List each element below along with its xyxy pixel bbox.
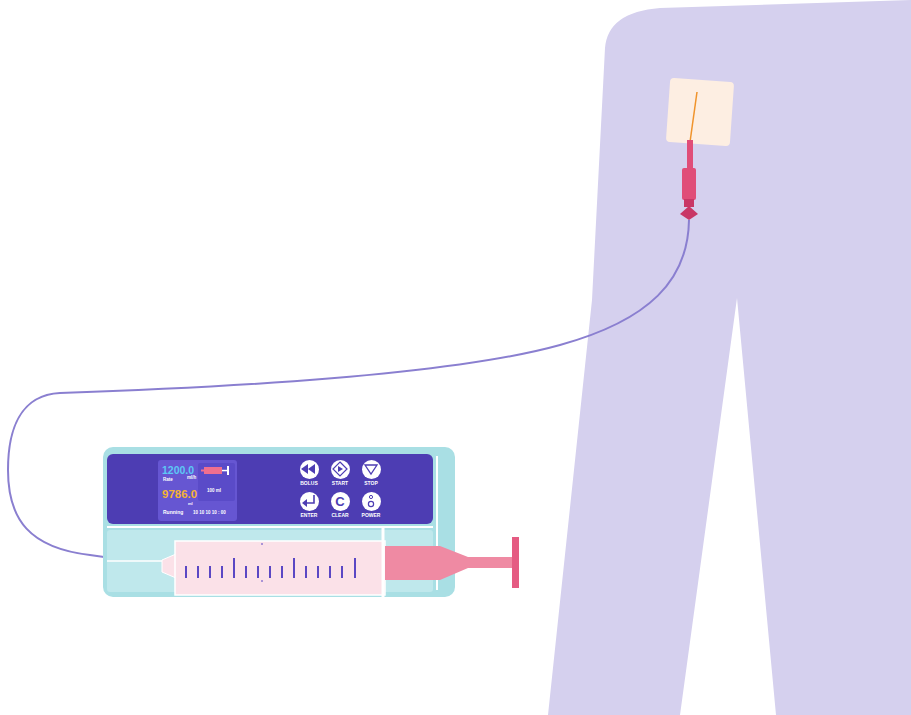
cannula-needle [690,92,697,142]
enter-icon [302,499,307,507]
start-button: START [331,460,350,479]
graduation-mark [233,558,235,578]
rate-unit: ml/h [187,476,196,481]
power-icon [368,501,373,506]
graduation-mark [293,558,295,578]
enter-button: ENTER [300,492,319,511]
stop-icon [365,465,377,474]
bolus-icon [308,464,315,474]
graduation-mark [281,566,283,578]
volume-unit: ml [188,502,193,506]
graduation-mark [305,566,307,578]
syringe-icon-tip [201,470,204,472]
stop-button: STOP [362,460,381,479]
graduation-mark [221,566,223,578]
graduation-mark [317,566,319,578]
catheter-body [682,168,696,200]
volume-panel: 100 ml [198,463,235,501]
start-icon [338,466,343,472]
time-readout: 10 10 10 10 : 00 [193,511,226,516]
barrel-dot [262,580,263,582]
infusion-tube [8,220,689,565]
bolus-icon [301,464,308,474]
graduation-mark [341,566,343,578]
display-screen: 1200.0Rate ml/h 9786.0mlRunning 10 10 10 10… [158,460,237,521]
graduation-mark [329,566,331,578]
graduation-mark [257,566,259,578]
syringe-barrel [175,541,385,595]
syringe-icon-barrel [204,467,222,474]
rate-label: Rate [163,478,173,483]
volume-value: 9786.0 [162,489,197,501]
graduation-mark [197,566,199,578]
control-panel [107,454,433,524]
graduation-mark [245,566,247,578]
start-icon [333,462,347,476]
syringe-icon-stem [222,470,227,472]
clear-button: CCLEAR [331,492,350,511]
power-icon [369,495,372,498]
syringe-plunger [385,546,513,580]
power-button: POWER [362,492,381,511]
syringe-icon-thumb [227,466,229,475]
catheter-connector [684,199,694,207]
dressing-patch [666,78,734,146]
button-label: CLEAR [331,513,348,518]
button-glyph: C [335,495,344,508]
plunger-thumb [512,537,519,588]
enter-icon [306,495,314,503]
syringe-clamp [382,528,385,597]
button-label: POWER [362,513,381,518]
arm-silhouette [548,0,911,715]
catheter-wings [680,206,698,220]
graduation-mark [185,566,187,578]
bolus-button: BOLUS [300,460,319,479]
button-label: ENTER [301,513,318,518]
graduation-mark [269,566,271,578]
button-label: STOP [364,481,378,486]
panel-divider [107,526,433,528]
barrel-dot [262,543,263,545]
button-label: BOLUS [300,481,318,486]
catheter-hub [687,140,693,170]
graduation-mark [354,558,356,578]
graduation-mark [209,566,211,578]
status-text: Running [163,510,183,515]
syringe-nozzle [162,554,176,578]
syringe-volume: 100 ml [207,489,221,494]
rate-value: 1200.0 [162,465,194,476]
button-label: START [332,481,348,486]
